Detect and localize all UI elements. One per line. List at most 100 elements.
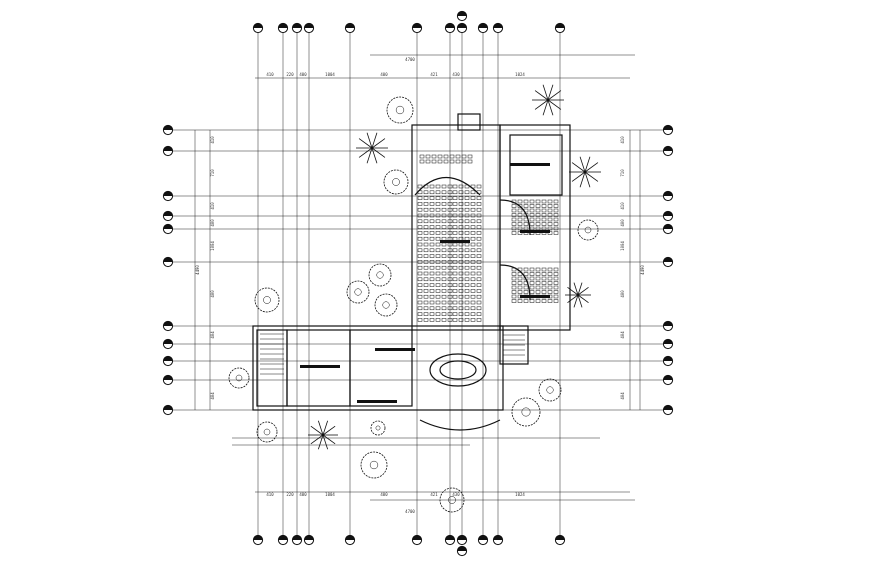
palm-frond [571, 171, 586, 182]
tree-trunk [376, 271, 384, 279]
tree-trunk [369, 460, 379, 470]
grid-axis-bubble [662, 223, 674, 235]
seat [423, 265, 429, 270]
seat [553, 281, 559, 285]
seat [541, 290, 547, 294]
grid-bubble-fill [304, 535, 314, 540]
seat [458, 312, 464, 316]
seat [464, 236, 470, 241]
grid-bubble-fill [163, 224, 173, 229]
seat [523, 290, 529, 294]
seat [535, 285, 541, 290]
seat [423, 196, 429, 200]
seat [511, 281, 517, 285]
palm-tree-symbol [308, 420, 338, 450]
grid-bubble-fill [663, 257, 673, 262]
seat [464, 225, 470, 229]
seat [541, 222, 547, 226]
seat [461, 154, 467, 159]
seat [447, 190, 453, 195]
palm-frond [577, 294, 589, 303]
seat [417, 277, 423, 282]
tree-trunk [375, 425, 381, 431]
seat [447, 196, 453, 200]
lobby-oval-inner [439, 360, 477, 380]
seat [470, 184, 476, 189]
seat [452, 225, 458, 229]
seat [547, 199, 553, 204]
seat [470, 219, 476, 224]
seat [423, 219, 429, 224]
tree-canopy [254, 287, 280, 313]
seat [429, 248, 435, 253]
tree-symbol [439, 487, 465, 513]
seat [435, 271, 441, 276]
grid-bubble-fill [478, 23, 488, 28]
seat [529, 281, 535, 285]
seat [470, 254, 476, 258]
grid-axis-bubble [277, 22, 289, 34]
seat [476, 300, 482, 305]
palm-frond [366, 147, 373, 164]
palm-frond [573, 294, 579, 308]
room-label-bar [510, 163, 550, 166]
grid-bubble-fill [163, 257, 173, 262]
grid-axis-bubble [162, 320, 174, 332]
seat [452, 202, 458, 206]
room-label-bar [520, 295, 550, 298]
seat [447, 231, 453, 235]
seat [476, 196, 482, 200]
tree-canopy [386, 96, 414, 124]
palm-frond [567, 287, 579, 296]
dimension-label: 421 [430, 72, 438, 77]
grid-bubble-fill [663, 321, 673, 326]
seat [435, 190, 441, 195]
grid-axis-bubble [162, 355, 174, 367]
seat [452, 207, 458, 212]
seat [435, 265, 441, 270]
seat [511, 290, 517, 294]
seat [547, 285, 553, 290]
seat [447, 289, 453, 293]
seat [470, 225, 476, 229]
seat [435, 225, 441, 229]
seat [547, 217, 553, 222]
seat [476, 312, 482, 316]
palm-frond [534, 90, 549, 101]
seat [476, 213, 482, 218]
seat [464, 283, 470, 287]
seat [553, 231, 559, 235]
dimension-label: 1004 [620, 241, 625, 251]
seat [458, 318, 464, 322]
tree-symbol [538, 378, 562, 402]
seat [417, 271, 423, 276]
seat [470, 271, 476, 276]
seat [467, 154, 473, 159]
seat [452, 242, 458, 247]
seat [423, 207, 429, 212]
seat [429, 236, 435, 241]
seat [464, 265, 470, 270]
grid-axis-bubble [162, 210, 174, 222]
seat [553, 299, 559, 303]
seat [476, 318, 482, 322]
grid-axis-bubble [554, 22, 566, 34]
seat [441, 213, 447, 218]
grid-axis-bubble [456, 10, 468, 22]
seat [417, 236, 423, 241]
seat [547, 226, 553, 231]
seat [553, 217, 559, 222]
tree-canopy [370, 420, 386, 436]
seat [464, 306, 470, 311]
palm-frond [322, 434, 329, 450]
seat [529, 231, 535, 235]
palm-frond [534, 99, 549, 110]
auditorium-seating [417, 154, 559, 322]
dimension-label: 220 [286, 72, 294, 77]
seat [464, 196, 470, 200]
seat [458, 213, 464, 218]
dimension-label: 421 [430, 492, 438, 497]
seat [437, 159, 443, 164]
seat [476, 236, 482, 241]
